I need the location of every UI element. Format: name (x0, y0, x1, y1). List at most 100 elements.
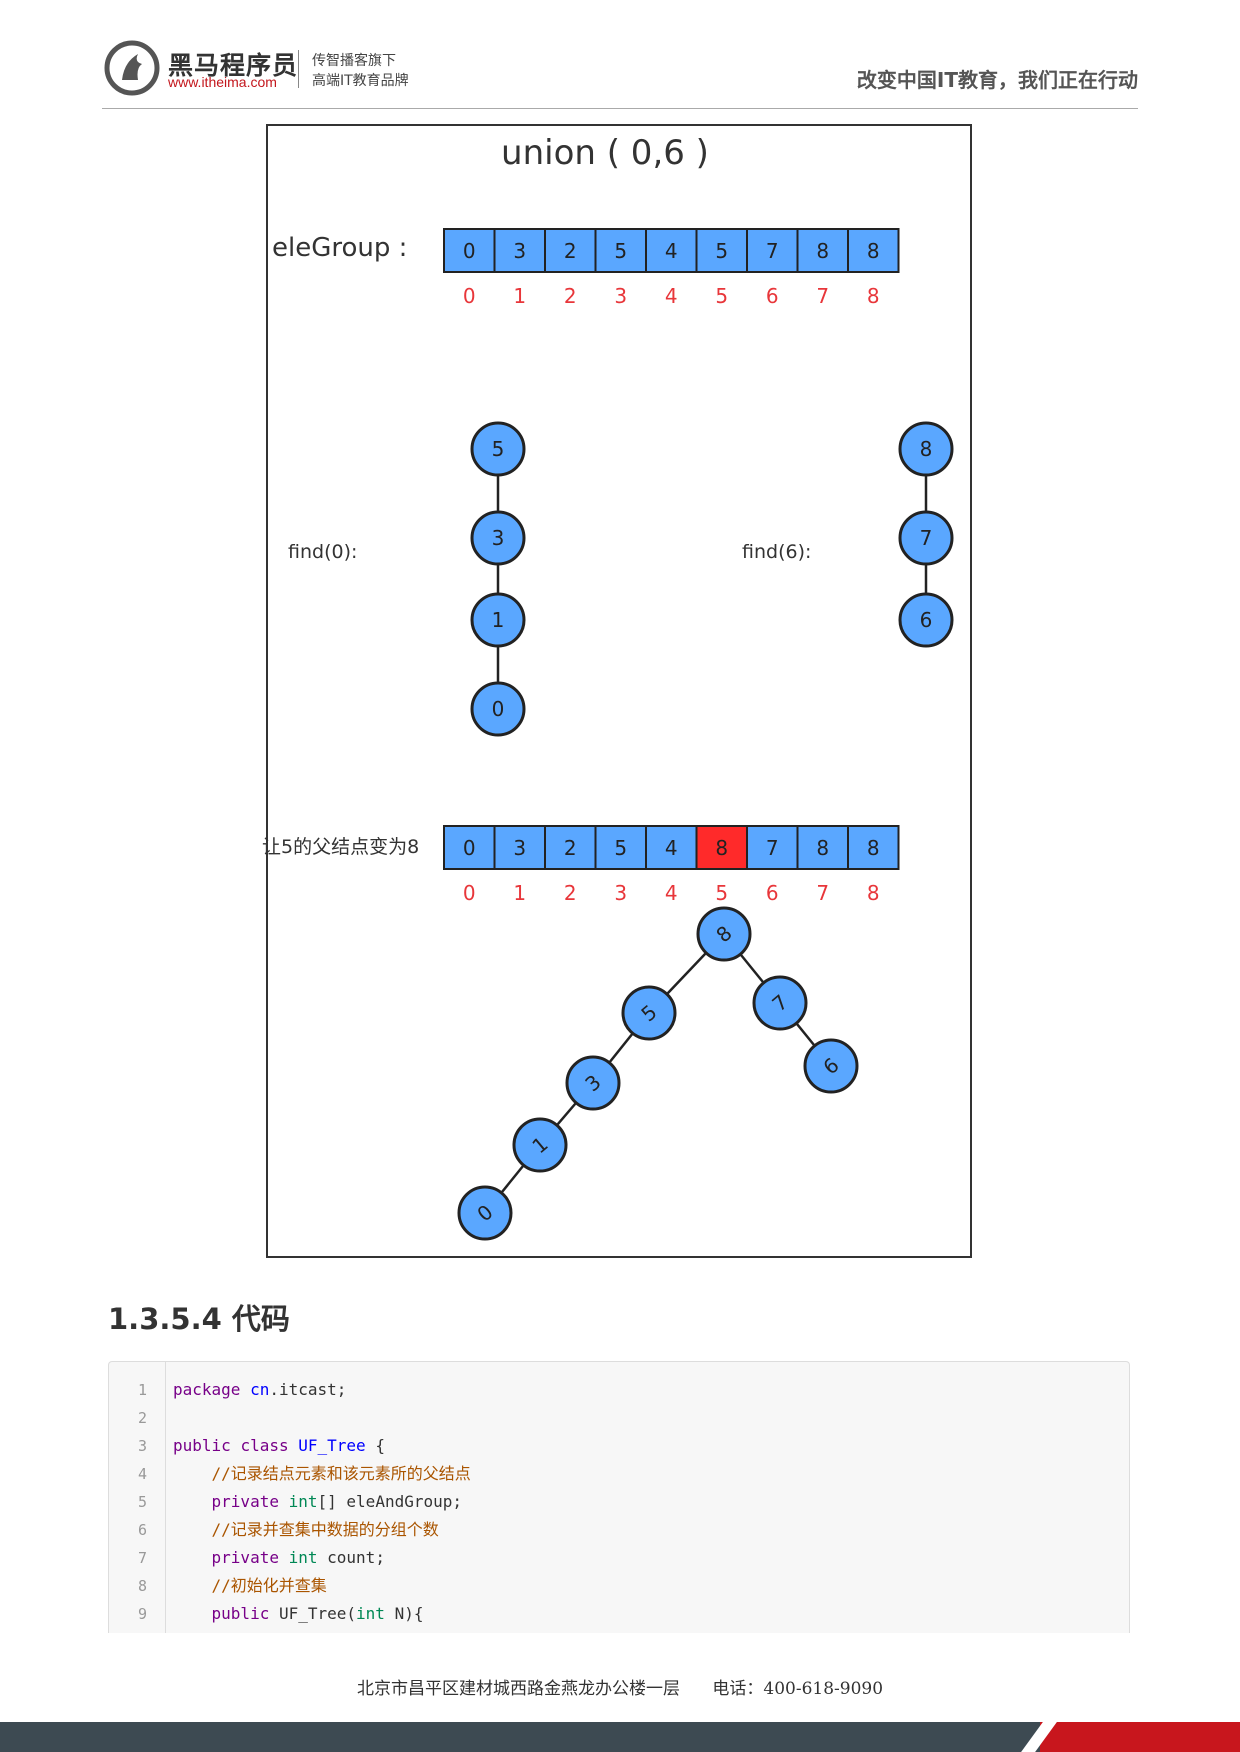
code-line: 9 public UF_Tree(int N){ (109, 1600, 1129, 1628)
array2-cell-value: 8 (816, 836, 829, 860)
find6-node-label: 7 (920, 526, 933, 550)
array1-index: 4 (665, 284, 678, 308)
line-number: 9 (137, 1605, 147, 1623)
find0-node-label: 0 (492, 697, 505, 721)
array2-label: 让5的父结点变为8 (262, 836, 419, 858)
merged-left-node (457, 1185, 513, 1241)
array2-index: 2 (564, 881, 577, 905)
merged-right-node (803, 1038, 859, 1094)
array2-index: 3 (614, 881, 627, 905)
array1-cell (847, 228, 900, 273)
line-number: 7 (137, 1549, 147, 1567)
array2-cell (847, 825, 900, 870)
code-line: 8 //初始化并查集 (109, 1572, 1129, 1600)
find6-node (898, 510, 954, 566)
line-number: 1 (137, 1381, 147, 1399)
code-line: 7 private int count; (109, 1544, 1129, 1572)
array2-cell-value: 7 (766, 836, 779, 860)
array1-cell (594, 228, 647, 273)
brand-url: www.itheima.com (168, 74, 277, 90)
find0-node (470, 510, 526, 566)
code-token: class (240, 1436, 289, 1455)
diagram-title: union ( 0,6 ) (501, 133, 709, 173)
find0-node-label: 1 (492, 608, 505, 632)
find0-node (470, 592, 526, 648)
array1-cell (746, 228, 799, 273)
array1-cell-value: 4 (665, 239, 678, 263)
line-number: 6 (137, 1521, 147, 1539)
code-token: //初始化并查集 (211, 1576, 327, 1595)
merged-root-node (696, 906, 752, 962)
code-token (173, 1520, 212, 1539)
code-text: private int[] eleAndGroup; (173, 1488, 462, 1516)
code-token: //记录结点元素和该元素所的父结点 (211, 1464, 471, 1483)
code-token: int (356, 1604, 385, 1623)
array1-index: 6 (766, 284, 779, 308)
brand-tagline-1: 传智播客旗下 (312, 53, 396, 69)
code-text: //初始化并查集 (173, 1572, 327, 1600)
array2-index: 5 (715, 881, 728, 905)
code-token: { (365, 1436, 385, 1455)
footer-address-line: 北京市昌平区建材城西路金燕龙办公楼一层 电话：400-618-9090 (0, 1674, 1240, 1699)
array1-cell-value: 8 (867, 239, 880, 263)
code-token (240, 1380, 250, 1399)
merged-left-node (512, 1117, 568, 1173)
array2-index: 8 (867, 881, 880, 905)
code-token (173, 1464, 212, 1483)
merged-left-node (621, 985, 677, 1041)
code-text: //记录结点元素和该元素所的父结点 (173, 1460, 471, 1488)
array1-index: 0 (463, 284, 476, 308)
array1-cell-value: 7 (766, 239, 779, 263)
array2-cell-value: 8 (867, 836, 880, 860)
find6-node (898, 592, 954, 648)
find0-node-label: 5 (492, 437, 505, 461)
code-token: private (211, 1492, 279, 1511)
array1-index: 5 (715, 284, 728, 308)
array2-cell-value: 3 (513, 836, 526, 860)
code-token (173, 1604, 212, 1623)
brand-name: 黑马程序员 (168, 51, 299, 80)
code-token (279, 1492, 289, 1511)
array1-cell-value: 5 (715, 239, 728, 263)
find6-label: find(6): (742, 541, 811, 563)
array1-cell (645, 228, 698, 273)
line-number: 3 (137, 1437, 147, 1455)
find0-node (470, 421, 526, 477)
find6-node-label: 8 (920, 437, 933, 461)
code-token: package (173, 1380, 241, 1399)
array2-index: 6 (766, 881, 779, 905)
code-token: int (288, 1548, 318, 1567)
header-slogan: 改变中国IT教育，我们正在行动 (856, 68, 1138, 92)
array2-cell (746, 825, 799, 870)
find0-label: find(0): (288, 541, 357, 563)
code-line: 3 public class UF_Tree { (109, 1432, 1129, 1460)
merged-left-node (565, 1055, 621, 1111)
array1-index: 7 (816, 284, 829, 308)
array1-cell-value: 0 (463, 239, 476, 263)
line-number: 5 (137, 1493, 147, 1511)
code-token (279, 1548, 289, 1567)
array2-cell-value: 0 (463, 836, 476, 860)
code-token: UF_Tree( (269, 1604, 357, 1623)
array1-cell (695, 228, 748, 273)
code-text: private int count; (173, 1544, 385, 1572)
array1-cell-value: 2 (564, 239, 577, 263)
code-token (173, 1492, 212, 1511)
array2-index: 7 (816, 881, 829, 905)
code-token: cn (250, 1380, 270, 1399)
header-rule (102, 108, 1138, 109)
array1-cell-value: 5 (614, 239, 627, 263)
find6-node-label: 6 (920, 608, 933, 632)
array2-cell (594, 825, 647, 870)
array1-index: 8 (867, 284, 880, 308)
array2-cell-value: 8 (715, 836, 728, 860)
page-header: 黑马程序员 www.itheima.com 传智播客旗下 高端IT教育品牌 改变… (0, 0, 1240, 112)
code-token: public (211, 1604, 270, 1623)
code-token: //记录并查集中数据的分组个数 (211, 1520, 439, 1539)
code-token: count; (317, 1548, 385, 1567)
code-text: public class UF_Tree { (173, 1432, 385, 1460)
code-token: [] eleAndGroup; (317, 1492, 463, 1511)
array1-index: 3 (614, 284, 627, 308)
